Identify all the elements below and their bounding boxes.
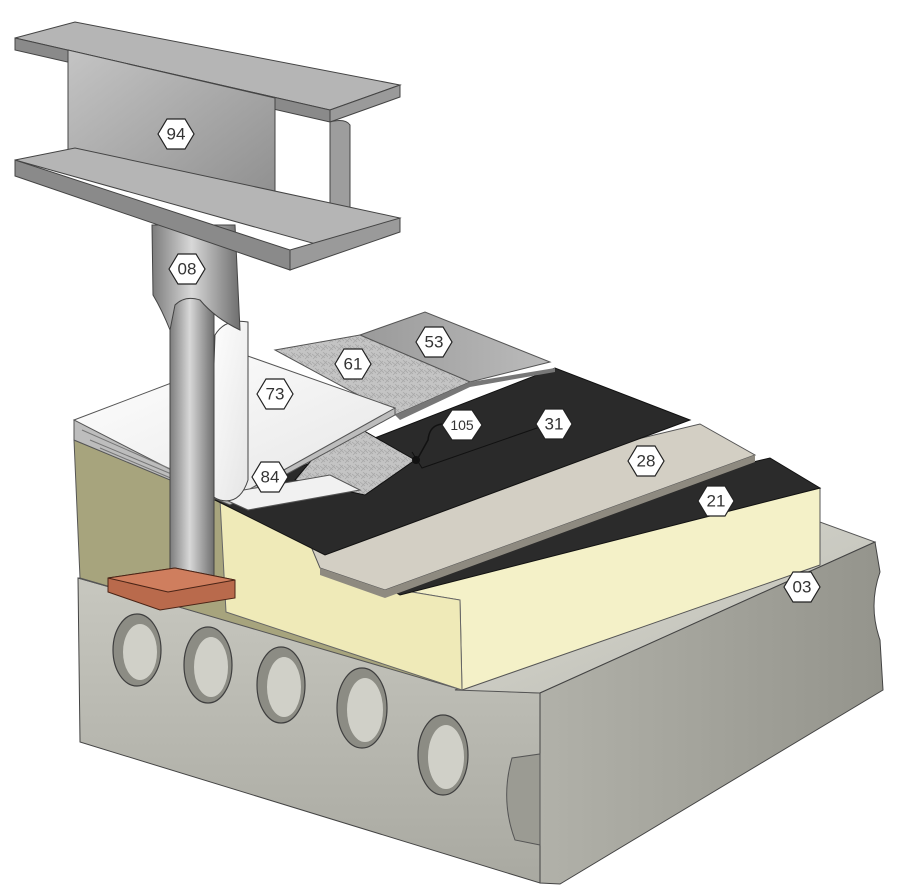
label-28-text: 28 bbox=[637, 452, 656, 471]
separation-layer-28-edge bbox=[320, 455, 755, 598]
label-21-text: 21 bbox=[707, 492, 726, 511]
label-94-text: 94 bbox=[167, 125, 186, 144]
steel-i-beam bbox=[14, 21, 402, 271]
beam-top-flange-end bbox=[329, 84, 401, 123]
label-61-text: 61 bbox=[344, 355, 363, 374]
flashing-strip bbox=[213, 474, 362, 511]
label-94: 94 bbox=[157, 118, 195, 150]
flashing-sleeve-84 bbox=[208, 320, 249, 502]
label-28: 28 bbox=[627, 445, 665, 477]
label-08-text: 08 bbox=[178, 260, 197, 279]
label-61: 61 bbox=[334, 348, 372, 380]
pipe-penetration bbox=[107, 224, 249, 611]
seam-strip bbox=[395, 368, 555, 420]
base-plate-top bbox=[107, 567, 236, 593]
label-31: 31 bbox=[535, 408, 573, 440]
label-105: 105 bbox=[441, 409, 483, 441]
membrane-31 bbox=[213, 367, 692, 556]
label-31-text: 31 bbox=[545, 415, 564, 434]
label-105-text: 105 bbox=[450, 417, 474, 433]
label-84-text: 84 bbox=[261, 468, 280, 487]
label-08: 08 bbox=[168, 253, 206, 285]
label-03-text: 03 bbox=[793, 578, 812, 597]
concrete-slab-end bbox=[539, 541, 884, 885]
label-73-text: 73 bbox=[266, 385, 285, 404]
pipe-shaft bbox=[169, 289, 215, 583]
label-84: 84 bbox=[251, 461, 289, 493]
label-53: 53 bbox=[415, 326, 453, 358]
label-03: 03 bbox=[783, 571, 821, 603]
label-73: 73 bbox=[256, 378, 294, 410]
concrete-slab-end-notch bbox=[506, 753, 541, 846]
beam-bottom-flange-end bbox=[289, 217, 401, 271]
fold-line-105 bbox=[411, 419, 561, 469]
label-53-text: 53 bbox=[425, 333, 444, 352]
label-21: 21 bbox=[697, 485, 735, 517]
